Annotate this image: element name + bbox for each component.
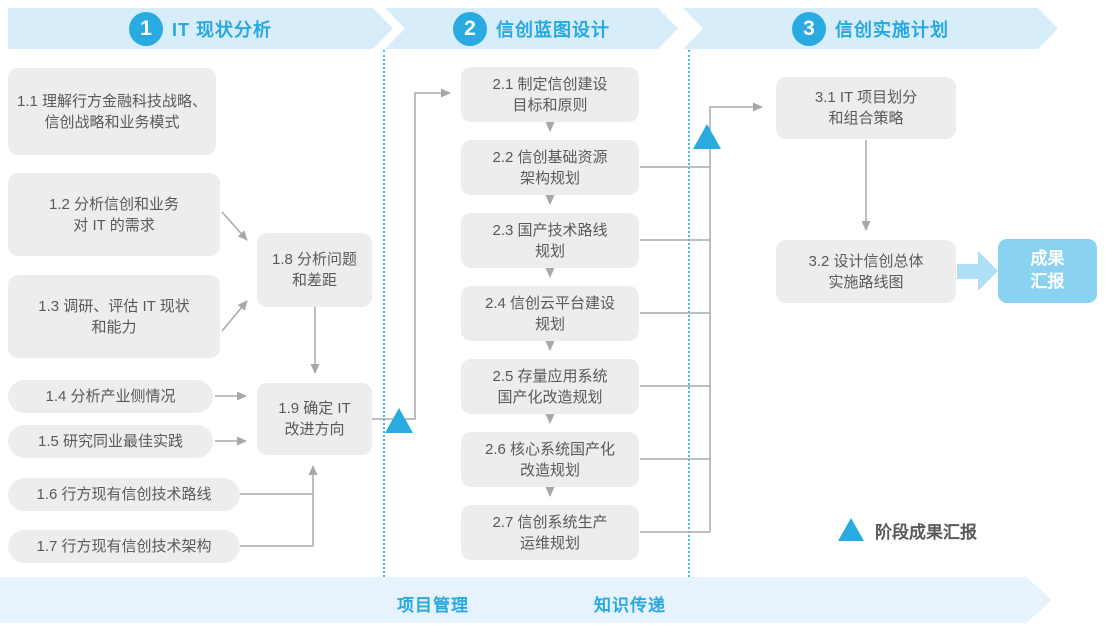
phase-title: 信创实施计划 [835,19,949,40]
step-text: 和差距 [291,272,337,289]
step-text: 目标和原则 [512,96,588,114]
step-box-2-6: 2.6 核心系统国产化 改造规划 [461,432,639,487]
step-text: 2.4 信创云平台建设 [484,294,616,312]
step-text: 1.8 分析问题 [271,251,358,268]
phase2-connectors [545,102,763,533]
phase-band-2: 2 信创蓝图设计 [385,8,678,49]
legend-label: 阶段成果汇报 [875,523,977,542]
step-text: 实施路线图 [828,273,904,291]
step-box-1-7: 1.7 行方现有信创技术架构 [8,530,240,563]
footer-item-project-management: 项目管理 [397,596,469,615]
step-text: 改造规划 [519,461,580,479]
milestone-triangle-icon [693,124,721,149]
step-box-1-2: 1.2 分析信创和业务 对 IT 的需求 [8,173,220,256]
step-text: 1.2 分析信创和业务 [48,195,180,213]
step-box-2-4: 2.4 信创云平台建设 规划 [461,286,639,341]
result-arrow-head [978,251,998,291]
step-text: 2.7 信创系统生产 [492,513,608,531]
step-box-2-5: 2.5 存量应用系统 国产化改造规划 [461,359,639,414]
result-text: 汇报 [1030,272,1065,291]
step-text: 国产化改造规划 [497,388,603,406]
step-text: 1.3 调研、评估 IT 现状 [38,297,190,315]
step-text: 2.1 制定信创建设 [492,75,608,93]
phase-band-3: 3 信创实施计划 [683,8,1058,49]
step-text: 架构规划 [519,169,580,187]
step-text: 3.2 设计信创总体 [808,252,924,270]
step-box-2-1: 2.1 制定信创建设 目标和原则 [461,67,639,122]
step-box-1-4: 1.4 分析产业侧情况 [8,380,213,413]
step-text: 对 IT 的需求 [73,216,155,234]
step-text: 2.2 信创基础资源 [492,148,608,166]
step-text: 1.5 研究同业最佳实践 [37,433,184,450]
footer-item-knowledge-transfer: 知识传递 [594,596,666,615]
step-text: 1.1 理解行方金融科技战略、 [16,92,208,110]
step-text: 改进方向 [284,421,345,438]
step-text: 运维规划 [519,534,580,552]
phase-band-1: 1 IT 现状分析 [8,8,393,49]
step-box-1-6: 1.6 行方现有信创技术路线 [8,478,240,511]
result-text: 成果 [1030,249,1065,269]
step-text: 和能力 [91,318,137,336]
phase-number-badge: 1 [129,12,163,46]
step-text: 2.3 国产技术路线 [492,221,608,239]
step-box-3-1: 3.1 IT 项目划分 和组合策略 [776,77,956,139]
step-box-2-2: 2.2 信创基础资源 架构规划 [461,140,639,195]
step-box-2-3: 2.3 国产技术路线 规划 [461,213,639,268]
step-text: 1.9 确定 IT [278,400,351,417]
result-report-box: 成果 汇报 [998,239,1097,303]
step-text: 1.6 行方现有信创技术路线 [36,486,212,503]
step-text: 2.5 存量应用系统 [492,367,608,385]
legend-triangle-icon [838,518,864,541]
step-text: 信创战略和业务模式 [44,113,180,131]
milestone-triangle-icon [385,408,413,433]
phase-number-badge: 3 [792,12,826,46]
step-text: 和组合策略 [828,110,904,127]
result-arrow [957,264,978,279]
phase-title: 信创蓝图设计 [496,19,610,40]
step-box-1-9: 1.9 确定 IT 改进方向 [257,383,372,455]
phase-divider-line [383,50,385,577]
step-text: 3.1 IT 项目划分 [814,89,918,106]
step-box-1-5: 1.5 研究同业最佳实践 [8,425,213,458]
step-text: 1.4 分析产业侧情况 [45,388,176,405]
step-box-1-3: 1.3 调研、评估 IT 现状 和能力 [8,275,220,358]
step-text: 1.7 行方现有信创技术架构 [36,538,212,555]
footer-ribbon [0,577,1052,623]
step-box-3-2: 3.2 设计信创总体 实施路线图 [776,240,956,303]
step-box-1-8: 1.8 分析问题 和差距 [257,233,372,307]
step-text: 规划 [534,242,565,260]
phase1-connectors [215,88,451,547]
phase-number-badge: 2 [453,12,487,46]
step-box-1-1: 1.1 理解行方金融科技战略、 信创战略和业务模式 [8,68,216,155]
step-text: 规划 [534,315,565,333]
step-text: 2.6 核心系统国产化 [484,440,616,458]
phase-title: IT 现状分析 [172,19,272,40]
step-box-2-7: 2.7 信创系统生产 运维规划 [461,505,639,560]
